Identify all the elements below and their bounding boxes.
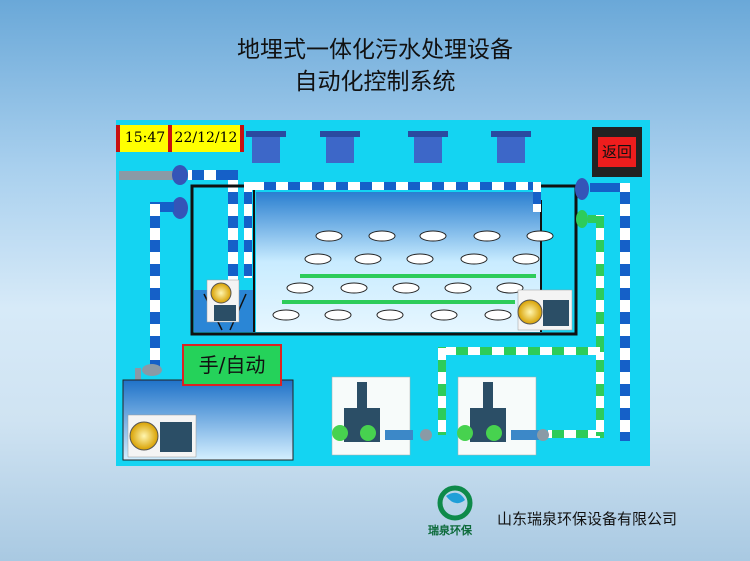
pipe-h-top-left (188, 170, 236, 180)
return-pipe-h (150, 202, 174, 212)
top-inlet-2 (320, 131, 360, 163)
blower-1[interactable] (331, 376, 432, 456)
company-logo-icon (437, 485, 473, 521)
top-inlet-4 (491, 131, 531, 163)
pump-sump[interactable] (127, 414, 197, 458)
company-name: 山东瑞泉环保设备有限公司 (497, 510, 678, 528)
page-title-line2: 自动化控制系统 (294, 69, 456, 95)
clock-time: 15:47 (116, 125, 174, 152)
outlet-pipe-h (590, 183, 620, 192)
air-pipe-blower2 (548, 430, 604, 438)
inlet-pipe (119, 171, 174, 180)
outlet-flange-1 (575, 178, 589, 200)
pump-tank-right[interactable] (517, 289, 573, 331)
air-pipe-v-mid (438, 347, 446, 435)
outlet-pipe-v (620, 183, 630, 441)
top-inlet-3 (408, 131, 448, 163)
manual-auto-toggle[interactable]: 手/自动 (182, 344, 282, 386)
return-flange (172, 197, 188, 219)
top-inlet-1 (246, 131, 286, 163)
air-pipe-v-lower (596, 352, 604, 436)
pipe-tank-top (246, 182, 538, 190)
air-pipe-h-mid (438, 347, 604, 355)
air-flange (576, 210, 588, 228)
aeration-diffusers (272, 230, 554, 321)
pipe-v-left-inner (228, 170, 238, 280)
back-button-label: 返回 (598, 137, 636, 167)
air-pipe-h (588, 215, 600, 223)
back-button[interactable]: 返回 (592, 127, 642, 177)
pipe-tank-left-drop (244, 182, 252, 278)
air-pipe-v-right (596, 215, 604, 347)
pump-settling[interactable] (206, 279, 240, 323)
inlet-flange (172, 165, 188, 185)
page-title-line1: 地埋式一体化污水处理设备 (237, 37, 513, 63)
pipe-tank-right-drop (533, 182, 541, 212)
return-elbow (142, 364, 162, 376)
logo-text: 瑞泉环保 (428, 524, 472, 537)
clock-date: 22/12/12 (168, 125, 244, 152)
return-pipe-v (150, 202, 160, 370)
aeration-water (256, 192, 541, 332)
blower-2[interactable] (457, 376, 549, 456)
air-headers (282, 274, 536, 304)
